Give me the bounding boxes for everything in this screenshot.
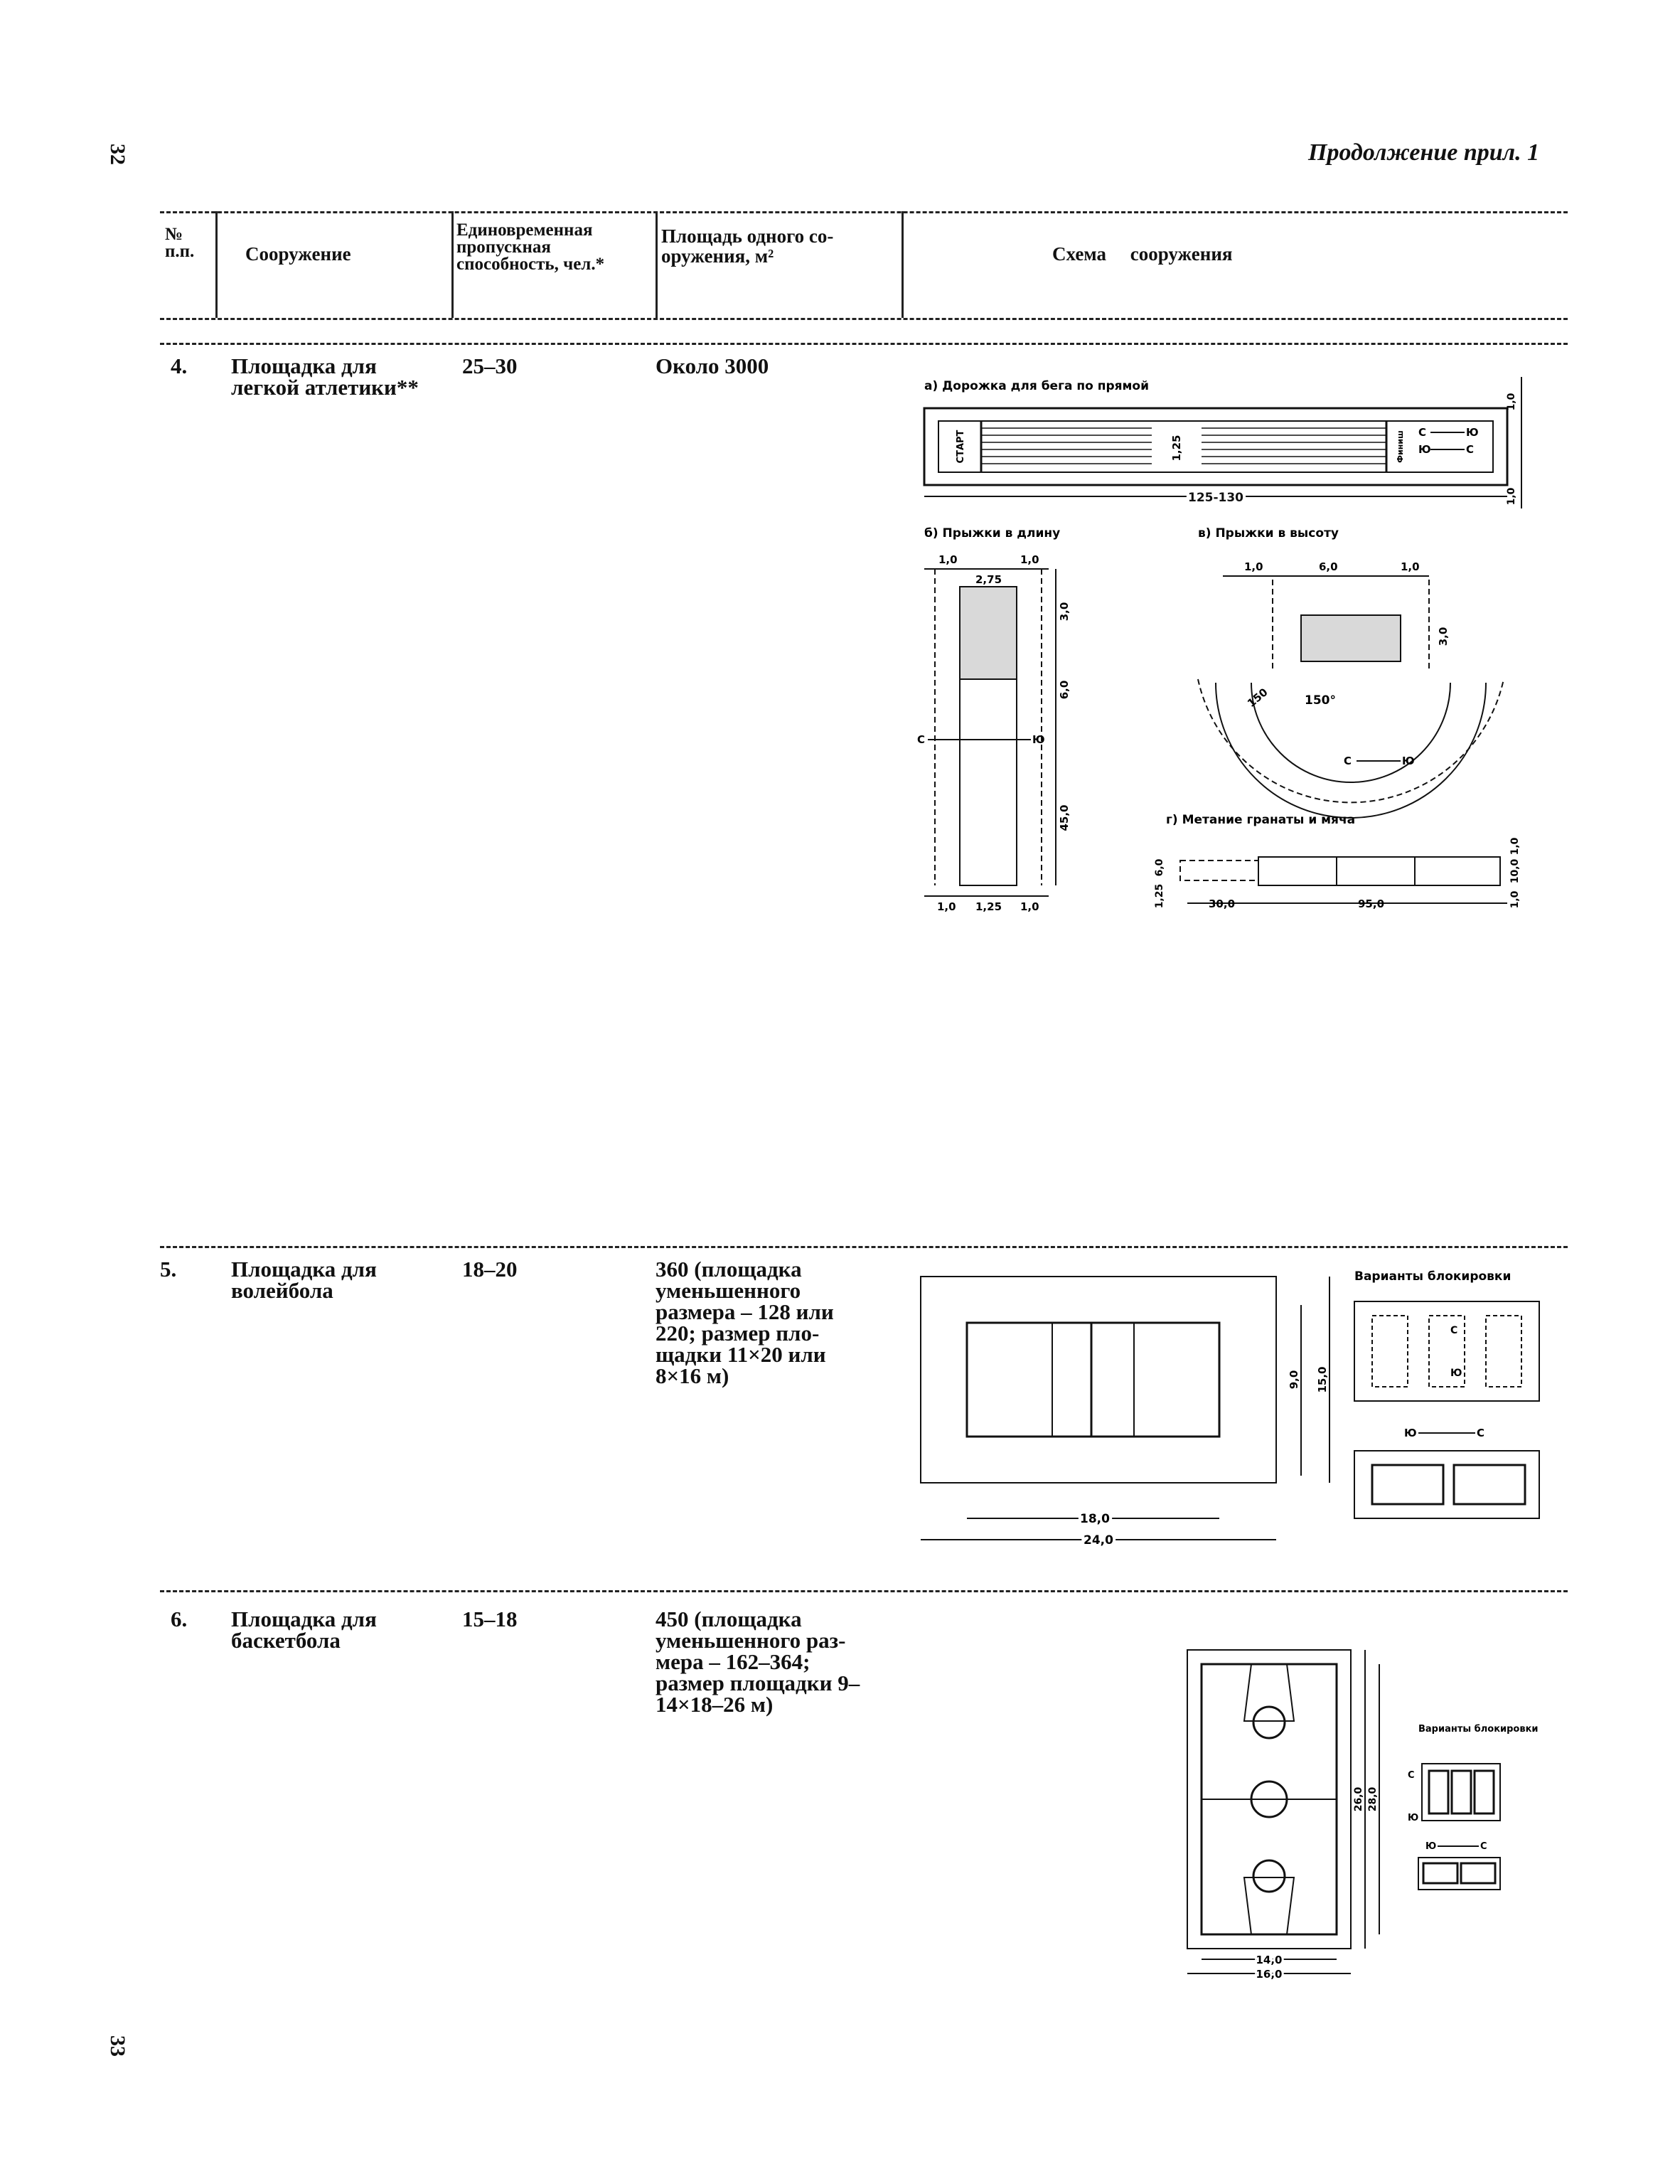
track-north-2: С	[1466, 443, 1474, 456]
row6-area: 450 (площадка уменьшенного раз-мера – 16…	[656, 1607, 860, 1717]
lj-dim-5: 6,0	[1058, 681, 1071, 700]
col-divider-1	[215, 211, 218, 318]
finish-label: Финиш	[1396, 430, 1405, 463]
vb-variants-caption: Варианты блокировки	[1354, 1269, 1511, 1284]
vb-dim-1: 9,0	[1288, 1370, 1300, 1390]
throw-dim-5: 1,0	[1509, 837, 1521, 855]
bb-dim-1: 26,0	[1353, 1786, 1364, 1811]
hj-dim-3: 1,0	[1401, 560, 1420, 573]
hj-dim-4: 3,0	[1437, 627, 1450, 646]
track-south-2: Ю	[1418, 443, 1431, 456]
header-scheme: Схема сооружения	[1052, 243, 1233, 265]
page-number-bottom: 33	[106, 2035, 129, 2057]
high-jump-caption: в) Прыжки в высоту	[1198, 526, 1339, 540]
vb-north-2: С	[1477, 1427, 1484, 1439]
throw-dim-4: 95,0	[1358, 897, 1384, 910]
lj-dim-8: 1,25	[975, 900, 1002, 913]
bb-dim-2: 28,0	[1367, 1786, 1379, 1811]
row4-capacity: 25–30	[462, 353, 518, 378]
lj-north: С	[917, 733, 925, 746]
athletics-diagram: а) Дорожка для бега по прямой СТАРТ Фини…	[917, 377, 1522, 913]
volleyball-diagram: 9,0 15,0 18,0 24,0 Варианты блокировки С…	[920, 1269, 1540, 1550]
lj-dim-3: 1,0	[1020, 553, 1039, 566]
col-divider-4	[901, 211, 904, 318]
track-margin-bottom: 1,0	[1506, 487, 1517, 505]
bb-south: Ю	[1408, 1813, 1418, 1823]
row6-top-rule	[160, 1590, 1568, 1592]
track-width-dim: 1,25	[1170, 435, 1183, 461]
bb-north: С	[1408, 1770, 1415, 1781]
col-divider-2	[451, 211, 454, 318]
header-capacity: Единовременная пропускная способность, ч…	[456, 220, 605, 274]
col-divider-3	[656, 211, 658, 318]
vb-dim-2: 15,0	[1316, 1366, 1329, 1392]
start-label: СТАРТ	[956, 430, 966, 463]
vb-dim-4: 24,0	[1084, 1533, 1113, 1548]
bb-north-2: С	[1480, 1841, 1487, 1852]
row4-area: Около 3000	[656, 353, 769, 378]
lj-dim-4: 3,0	[1058, 602, 1071, 622]
header-area: Площадь одного со-оружения, м²	[661, 225, 834, 267]
long-jump-caption: б) Прыжки в длину	[924, 526, 1060, 540]
track-length-dim: 125-130	[1188, 491, 1243, 505]
hj-north: С	[1344, 755, 1352, 767]
bb-dim-4: 16,0	[1256, 1968, 1282, 1981]
track-north: С	[1418, 426, 1426, 439]
hj-angle: 150°	[1305, 693, 1336, 708]
body-top-rule	[160, 343, 1568, 345]
page-number-top: 32	[106, 144, 129, 165]
hj-dim-2: 6,0	[1319, 560, 1338, 573]
row4-name: Площадка для легкой атлетики**	[231, 353, 419, 400]
row5-capacity: 18–20	[462, 1257, 518, 1282]
basketball-diagram: 26,0 28,0 14,0 16,0 Варианты блокировки …	[1187, 1649, 1539, 1983]
track-margin-top: 1,0	[1506, 393, 1517, 410]
header-bottom-rule	[160, 318, 1568, 320]
lj-dim-6: 45,0	[1058, 804, 1071, 831]
hj-dim-1: 1,0	[1244, 560, 1263, 573]
table-top-rule	[160, 211, 1568, 213]
row4-num: 4.	[171, 353, 188, 378]
throw-dim-3: 30,0	[1209, 897, 1235, 910]
throw-dim-7: 1,0	[1509, 890, 1521, 908]
row6-num: 6.	[171, 1607, 188, 1631]
lj-dim-2: 2,75	[975, 573, 1002, 586]
vb-south-2: Ю	[1404, 1427, 1417, 1439]
continuation-note: Продолжение прил. 1	[1308, 139, 1540, 166]
hj-radius: 150	[1245, 686, 1270, 710]
throw-dim-2: 1,25	[1154, 884, 1165, 909]
lj-south: Ю	[1032, 733, 1045, 746]
throw-dim-6: 10,0	[1509, 858, 1521, 883]
bb-variants-caption: Варианты блокировки	[1418, 1724, 1539, 1735]
lj-dim-7: 1,0	[937, 900, 956, 913]
throw-dim-1: 6,0	[1154, 858, 1165, 876]
header-name: Сооружение	[245, 243, 351, 265]
track-caption: а) Дорожка для бега по прямой	[924, 379, 1149, 393]
row5-num: 5.	[160, 1257, 177, 1282]
vb-south: Ю	[1450, 1368, 1462, 1379]
vb-dim-3: 18,0	[1080, 1512, 1110, 1526]
bb-dim-3: 14,0	[1256, 1954, 1282, 1966]
lj-dim-9: 1,0	[1020, 900, 1039, 913]
hj-south: Ю	[1402, 755, 1415, 767]
lj-dim-1: 1,0	[938, 553, 958, 566]
row6-capacity: 15–18	[462, 1607, 518, 1631]
track-south: Ю	[1466, 426, 1479, 439]
header-num: № п.п.	[165, 225, 195, 261]
row5-name: Площадка для волейбола	[231, 1257, 377, 1303]
row5-top-rule	[160, 1246, 1568, 1248]
vb-north: С	[1450, 1325, 1457, 1336]
bb-south-2: Ю	[1425, 1841, 1436, 1852]
row5-area: 360 (площадка уменьшенного размера – 128…	[656, 1257, 834, 1388]
row6-name: Площадка для баскетбола	[231, 1607, 377, 1653]
throw-caption: г) Метание гранаты и мяча	[1166, 813, 1355, 827]
